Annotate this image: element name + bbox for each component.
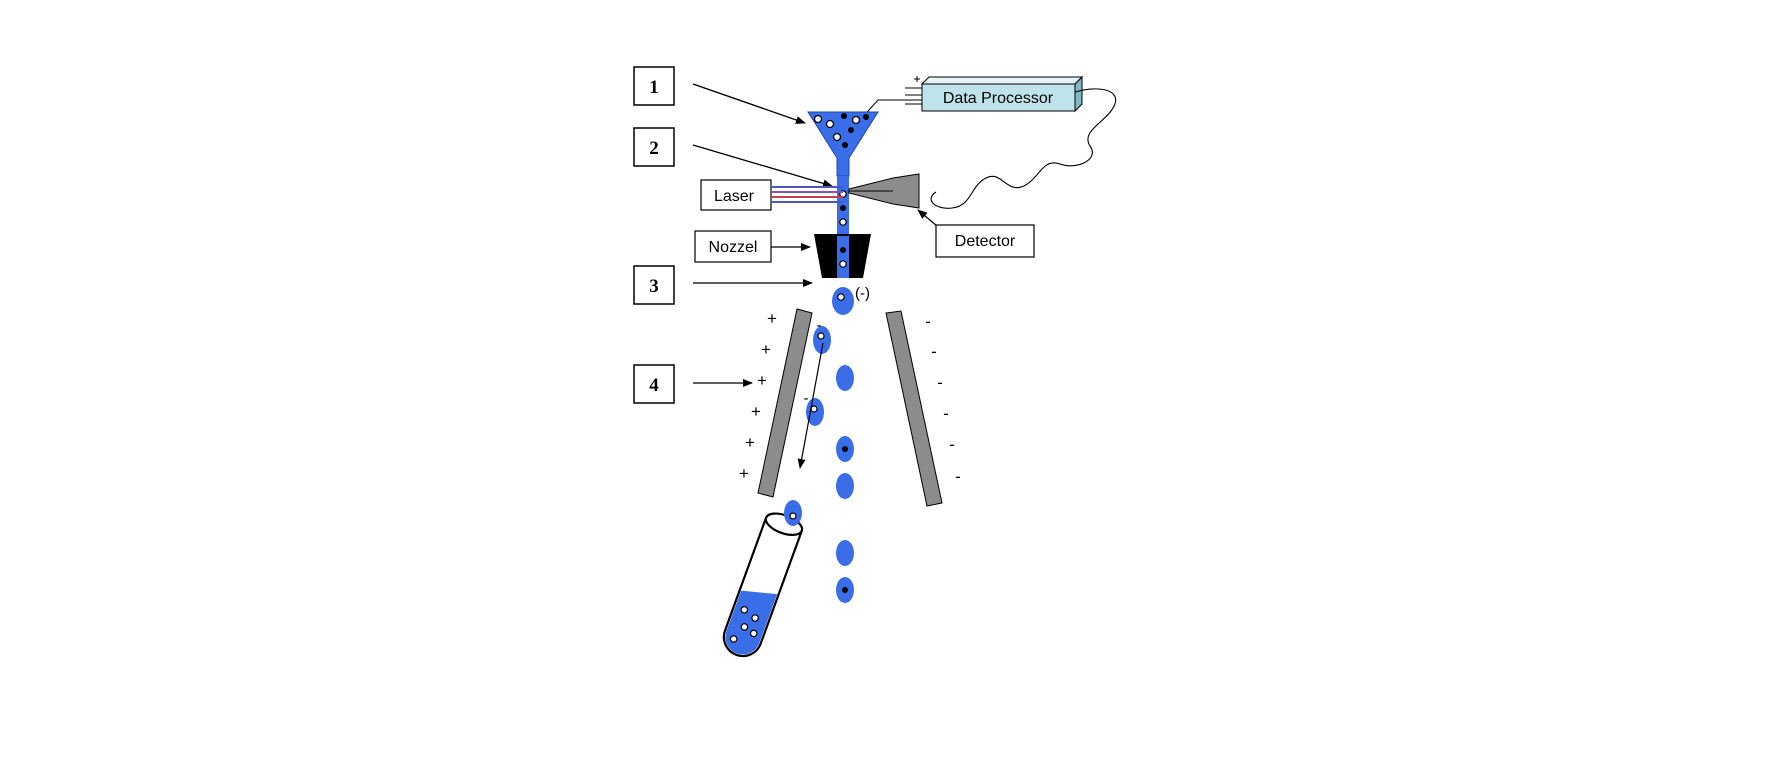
step-4-box: 4: [633, 364, 675, 404]
droplet-icon: [806, 398, 824, 426]
step-1-box: 1: [633, 66, 675, 106]
step-3-label: 3: [649, 276, 659, 297]
processor-cable: [859, 99, 922, 121]
plus-sign: +: [761, 340, 771, 359]
cell-icon: [840, 205, 846, 211]
droplet-icon: [832, 287, 854, 315]
step-1-label: 1: [649, 77, 659, 98]
droplet-icon: [836, 365, 854, 391]
plus-sign: +: [739, 464, 749, 483]
positive-charges: + + + + + +: [739, 309, 777, 483]
nozzle-label-box: Nozzel: [694, 230, 772, 263]
detector-label: Detector: [955, 233, 1016, 250]
plus-sign: +: [757, 371, 767, 390]
droplet-icon: [836, 436, 854, 462]
droplet-icon: [836, 577, 854, 603]
laser-label: Laser: [714, 188, 755, 205]
data-processor: Data Processor: [920, 75, 1084, 113]
deflection-path-arrow: [797, 342, 824, 469]
data-processor-label: Data Processor: [943, 90, 1054, 107]
nozzle-icon: [814, 234, 871, 278]
detector-label-box: Detector: [935, 224, 1035, 258]
plus-sign: +: [751, 402, 761, 421]
negative-deflection-plate: [885, 310, 943, 507]
step-2-arrow: [692, 144, 833, 188]
positive-deflection-plate: [757, 308, 813, 498]
step-4-label: 4: [649, 375, 659, 396]
step-1-arrow: [692, 83, 806, 124]
step-2-box: 2: [633, 127, 675, 167]
droplet-charge-label: (-): [855, 285, 870, 302]
detector-arrow: [917, 209, 938, 227]
laser-source: Laser: [700, 179, 772, 211]
minus-sign: -: [955, 467, 961, 486]
cell-icon: [839, 218, 847, 226]
step-3-box: 3: [633, 265, 675, 305]
minus-sign: -: [925, 312, 931, 331]
droplet-minus-sign: -: [804, 390, 809, 407]
plus-sign: +: [767, 309, 777, 328]
nozzle-label: Nozzel: [709, 239, 758, 256]
laser-beam: [771, 186, 843, 203]
droplet-minus-sign: -: [817, 317, 822, 334]
minus-sign: -: [931, 342, 937, 361]
detector-cable: [930, 88, 1117, 209]
droplet-icon: [836, 473, 854, 499]
step-2-label: 2: [649, 138, 659, 159]
funnel-icon: [807, 111, 879, 177]
plug-pins-icon: [905, 76, 922, 105]
droplet-icon: [784, 500, 802, 526]
minus-sign: -: [949, 435, 955, 454]
detector-icon: [848, 173, 920, 209]
minus-sign: -: [937, 373, 943, 392]
droplet-icon: [836, 540, 854, 566]
negative-charges: - - - - - -: [925, 312, 961, 486]
plus-sign: +: [745, 433, 755, 452]
droplet-icon: [813, 326, 831, 354]
minus-sign: -: [943, 404, 949, 423]
test-tube-icon: [722, 512, 804, 658]
